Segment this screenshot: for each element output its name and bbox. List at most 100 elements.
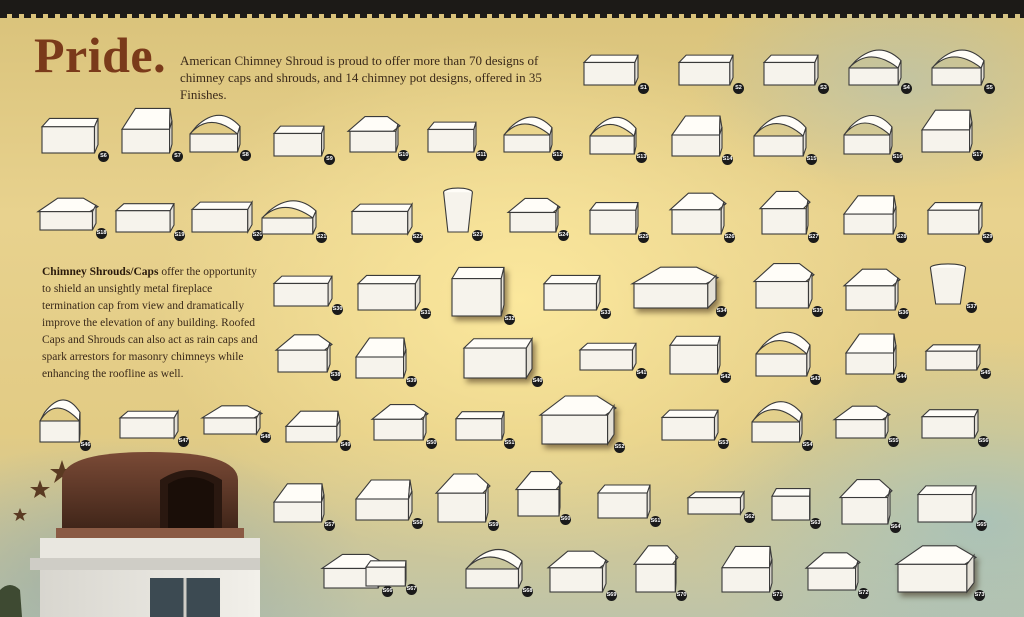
shroud-model-s13: S13 [586, 112, 647, 163]
shroud-model-s63: S63 [768, 478, 821, 529]
model-number-badge: S8 [240, 150, 251, 161]
shroud-illustration [356, 274, 421, 311]
shroud-illustration [114, 203, 175, 233]
shroud-model-s24: S24 [506, 194, 569, 241]
model-number-badge: S1 [638, 83, 649, 94]
model-number-badge: S36 [898, 308, 909, 319]
shroud-illustration [546, 550, 609, 593]
shroud-illustration [804, 552, 861, 591]
shroud-illustration [753, 115, 807, 157]
shroud-model-s59: S59 [434, 468, 499, 531]
shroud-model-s9: S9 [270, 116, 335, 165]
model-number-badge: S9 [324, 154, 335, 165]
shroud-model-s5: S5 [928, 45, 995, 94]
shroud-illustration [762, 54, 819, 86]
shroud-model-s25: S25 [586, 192, 649, 243]
shroud-model-s32: S32 [448, 252, 515, 325]
shroud-illustration [632, 545, 679, 593]
shroud-illustration [751, 401, 803, 443]
model-number-badge: S13 [636, 152, 647, 163]
shroud-illustration [118, 409, 179, 441]
shroud-illustration [354, 337, 407, 379]
shroud-model-s61: S61 [594, 474, 661, 527]
shroud-model-s52: S52 [538, 390, 625, 453]
shroud-illustration [189, 114, 241, 153]
model-number-badge: S6 [98, 151, 109, 162]
model-number-badge: S4 [901, 83, 912, 94]
model-number-badge: S33 [600, 308, 611, 319]
model-number-badge: S40 [532, 376, 543, 387]
shroud-model-s40: S40 [460, 326, 543, 387]
shroud-illustration [514, 471, 563, 517]
model-number-badge: S16 [892, 152, 903, 163]
model-number-badge: S54 [802, 440, 813, 451]
shroud-illustration [426, 121, 477, 153]
shroud-model-s31: S31 [354, 264, 431, 319]
model-number-badge: S62 [744, 512, 755, 523]
body-paragraph: Chimney Shrouds/Caps offer the opportuni… [42, 264, 260, 383]
shroud-model-s71: S71 [718, 542, 783, 601]
shroud-model-s28: S28 [840, 192, 907, 243]
model-number-badge: S21 [316, 232, 327, 243]
model-number-badge: S56 [978, 436, 989, 447]
shroud-illustration [660, 409, 719, 441]
shroud-illustration [274, 334, 333, 373]
shroud-illustration [926, 202, 983, 235]
model-number-badge: S11 [476, 150, 487, 161]
shroud-model-s60: S60 [514, 466, 571, 525]
shroud-illustration [894, 545, 978, 594]
shroud-model-s44: S44 [842, 330, 907, 383]
model-number-badge: S72 [858, 588, 869, 599]
shroud-illustration [284, 410, 341, 443]
model-number-badge: S53 [718, 438, 729, 449]
shroud-model-s46: S46 [36, 394, 91, 451]
shroud-illustration [538, 395, 618, 446]
model-number-badge: S65 [976, 520, 987, 531]
model-number-badge: S35 [812, 306, 823, 317]
model-number-badge: S28 [896, 232, 907, 243]
shroud-model-s65: S65 [914, 474, 987, 531]
shroud-model-s1: S1 [580, 45, 649, 94]
body-lead: Chimney Shrouds/Caps [42, 266, 159, 278]
shroud-model-s49: S49 [282, 408, 351, 451]
shroud-illustration [629, 266, 720, 310]
shroud-illustration [920, 109, 973, 153]
shroud-illustration [354, 479, 413, 521]
model-number-badge: S25 [638, 232, 649, 243]
model-number-badge: S55 [888, 436, 899, 447]
shroud-illustration [844, 333, 897, 375]
model-number-badge: S46 [80, 440, 91, 451]
model-number-badge: S63 [810, 518, 821, 529]
shroud-illustration [190, 200, 253, 235]
shroud-model-s47: S47 [116, 402, 189, 447]
shroud-model-s53: S53 [658, 400, 729, 449]
shroud-illustration [120, 107, 173, 154]
shroud-illustration [434, 473, 491, 523]
shroud-model-s4: S4 [845, 45, 912, 94]
model-number-badge: S24 [558, 230, 569, 241]
shroud-model-s41: S41 [576, 334, 647, 379]
shroud-model-s67: S67 [362, 552, 417, 595]
chimney-with-shroud-photo [0, 452, 260, 617]
model-number-badge: S3 [818, 83, 829, 94]
model-number-badge: S27 [808, 232, 819, 243]
shroud-model-s73: S73 [894, 540, 985, 601]
model-number-badge: S29 [982, 232, 993, 243]
shroud-illustration [668, 192, 727, 235]
model-number-badge: S64 [890, 522, 901, 533]
shroud-illustration [350, 202, 413, 237]
shroud-model-s30: S30 [270, 266, 343, 315]
shroud-model-s12: S12 [500, 112, 563, 161]
model-number-badge: S51 [504, 438, 515, 449]
shroud-model-s7: S7 [118, 104, 183, 162]
shroud-illustration [842, 268, 901, 311]
shroud-model-s51: S51 [452, 402, 515, 449]
model-number-badge: S42 [720, 372, 731, 383]
model-number-badge: S68 [522, 586, 533, 597]
shroud-illustration [721, 545, 773, 593]
body-text: offer the opportunity to shield an unsig… [42, 266, 258, 380]
shroud-illustration [931, 49, 985, 86]
shroud-illustration [272, 125, 325, 157]
shroud-model-s34: S34 [629, 262, 727, 317]
model-number-badge: S48 [260, 432, 271, 443]
